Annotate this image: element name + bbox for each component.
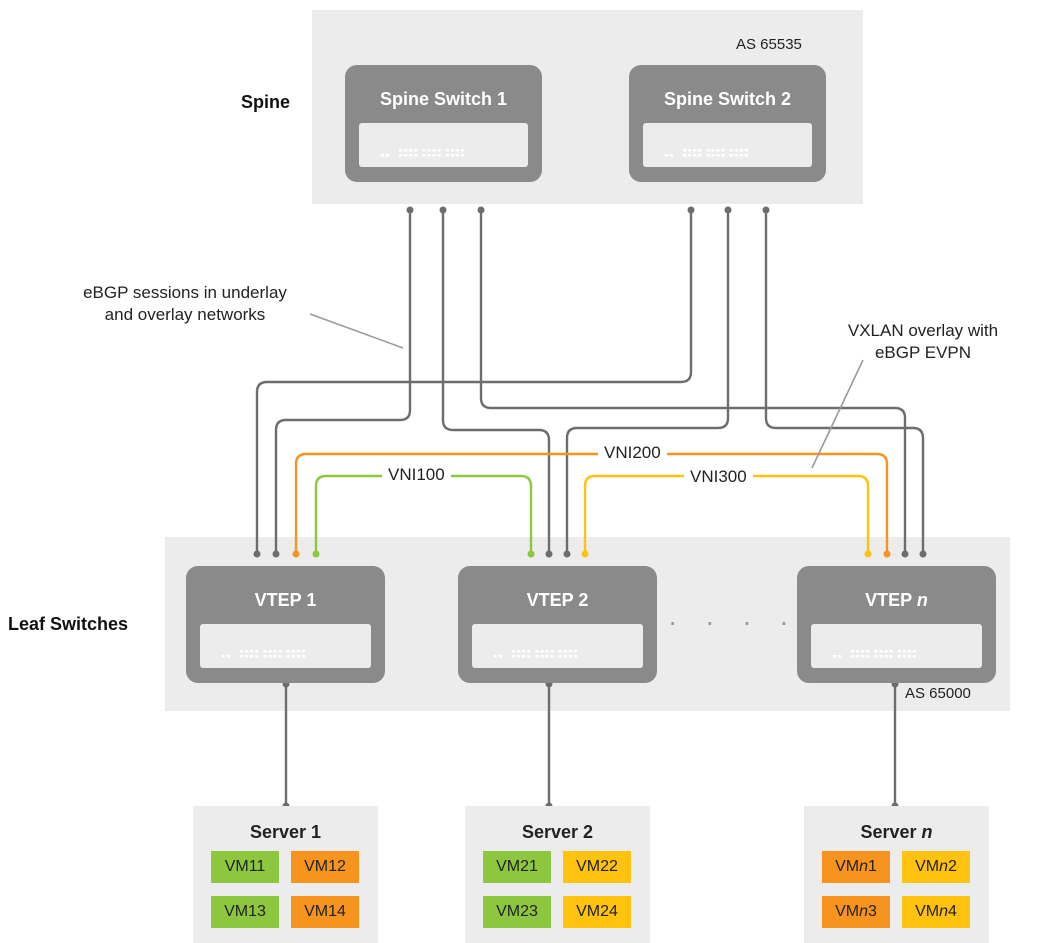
switch-port-panel — [359, 123, 528, 167]
vm-box: VMn3 — [822, 896, 890, 928]
port-icon — [664, 149, 748, 157]
underlay-link — [274, 210, 412, 552]
switch-port-panel — [472, 624, 643, 668]
vm-box: VM21 — [483, 851, 551, 883]
vni300-link — [583, 474, 870, 552]
server-n-title: Server n — [860, 822, 933, 842]
port-icon — [493, 650, 577, 658]
leaf-tier-label: Leaf Switches — [8, 614, 129, 634]
vxlan-note-line-2: eBGP EVPN — [874, 343, 972, 362]
port-icon — [832, 650, 916, 658]
ebgp-note-line-1: eBGP sessions in underlay — [83, 283, 287, 302]
underlay-link — [255, 210, 693, 552]
link-endpoint — [545, 550, 553, 558]
vni100-endpoint — [312, 550, 320, 558]
server-n: Server n VMn1 VMn2 VMn3 VMn4 — [804, 806, 989, 943]
spine-switch-2-name: Spine Switch 2 — [663, 89, 792, 109]
vm-box: VM13 — [211, 896, 279, 928]
server-1: Server 1 VM11 VM12 VM13 VM14 — [193, 806, 378, 943]
link-endpoint — [439, 206, 447, 214]
spine-tier-label: Spine — [241, 92, 291, 112]
vtep-1-name: VTEP 1 — [254, 590, 317, 610]
vni200-endpoint — [883, 550, 891, 558]
vm-box: VMn2 — [902, 851, 970, 883]
vm-box: VM24 — [563, 896, 631, 928]
link-endpoint — [272, 550, 280, 558]
vm-box: VM11 — [211, 851, 279, 883]
vxlan-overlay-note: VXLAN overlay with eBGP EVPN — [812, 320, 1034, 364]
ebgp-note-line-2: and overlay networks — [104, 305, 266, 324]
underlay-link — [764, 210, 925, 552]
server-1-title: Server 1 — [249, 822, 322, 842]
vtep-2-name: VTEP 2 — [526, 590, 589, 610]
link-endpoint — [563, 550, 571, 558]
vni200-link — [294, 452, 889, 552]
server-2-title: Server 2 — [521, 822, 594, 842]
vm-box: VMn1 — [822, 851, 890, 883]
vni300-endpoint — [581, 550, 589, 558]
switch-port-panel — [643, 123, 812, 167]
link-endpoint — [406, 206, 414, 214]
server-2: Server 2 VM21 VM22 VM23 VM24 — [465, 806, 650, 943]
vni300-endpoint — [864, 550, 872, 558]
link-endpoint — [477, 206, 485, 214]
spine-switch-2: Spine Switch 2 — [629, 65, 826, 182]
switch-port-panel — [811, 624, 982, 668]
vxlan-note-line-1: VXLAN overlay with — [847, 321, 999, 340]
vni100-link — [314, 474, 533, 552]
ebgp-sessions-note: eBGP sessions in underlay and overlay ne… — [50, 282, 320, 326]
vm-box: VM14 — [291, 896, 359, 928]
vxlan-callout-line — [811, 359, 864, 469]
vm-box: VM12 — [291, 851, 359, 883]
vm-box: VM23 — [483, 896, 551, 928]
vni100-endpoint — [527, 550, 535, 558]
leaf-as-label: AS 65000 — [905, 685, 971, 702]
vni300-label: VNI300 — [684, 467, 753, 487]
spine-as-label: AS 65535 — [736, 36, 802, 53]
vtep-1: VTEP 1 — [186, 566, 385, 683]
link-endpoint — [253, 550, 261, 558]
underlay-link — [479, 210, 907, 552]
link-endpoint — [919, 550, 927, 558]
vni200-label: VNI200 — [598, 443, 667, 463]
spine-switch-1-name: Spine Switch 1 — [379, 89, 508, 109]
port-icon — [380, 149, 464, 157]
vni200-endpoint — [292, 550, 300, 558]
vm-box: VMn4 — [902, 896, 970, 928]
underlay-link — [565, 210, 730, 552]
port-icon — [221, 650, 305, 658]
link-endpoint — [687, 206, 695, 214]
switch-port-panel — [200, 624, 371, 668]
ebgp-callout-line — [309, 313, 404, 349]
underlay-link — [441, 210, 551, 552]
link-endpoint — [724, 206, 732, 214]
vm-box: VM22 — [563, 851, 631, 883]
link-endpoint — [901, 550, 909, 558]
vtep-n: VTEP n — [797, 566, 996, 683]
vni100-label: VNI100 — [382, 465, 451, 485]
spine-switch-1: Spine Switch 1 — [345, 65, 542, 182]
link-endpoint — [762, 206, 770, 214]
vtep-2: VTEP 2 — [458, 566, 657, 683]
vtep-n-name: VTEP n — [865, 590, 928, 610]
